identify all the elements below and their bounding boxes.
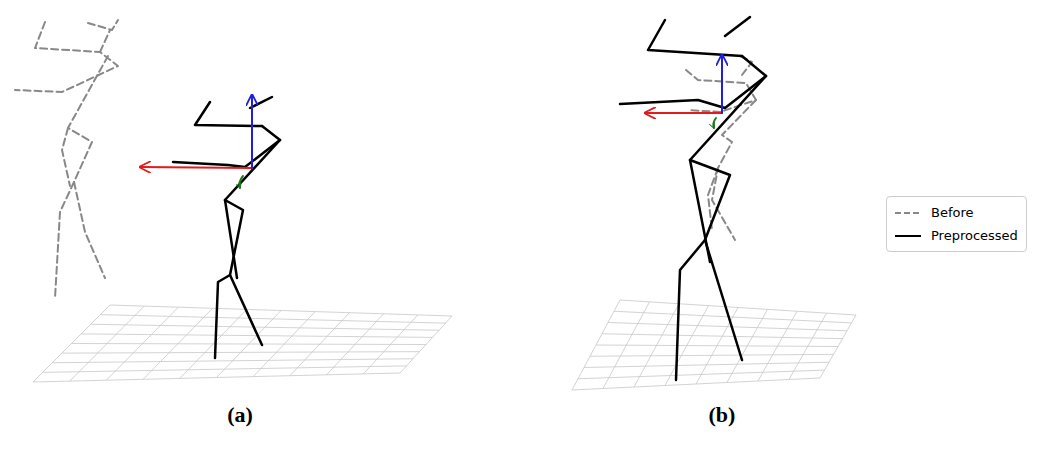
panel-label: (b) xyxy=(709,402,736,428)
legend-sample xyxy=(893,230,923,242)
grid-line xyxy=(72,344,427,345)
grid-line xyxy=(52,359,413,363)
grid-line xyxy=(614,311,852,323)
grid-line xyxy=(608,323,847,331)
grid-line xyxy=(33,373,400,382)
grid-line xyxy=(62,352,420,354)
floor-grid xyxy=(33,300,856,390)
axis-arrows xyxy=(645,55,722,128)
grid-line xyxy=(590,354,834,356)
legend-entry: Preprocessed xyxy=(893,224,1018,247)
legend-sample xyxy=(893,207,923,219)
grid-line xyxy=(91,324,439,330)
before-skeleton xyxy=(686,56,756,240)
grid-line xyxy=(100,315,445,324)
grid-line xyxy=(602,334,843,339)
legend-label: Preprocessed xyxy=(931,228,1018,243)
legend-label: Before xyxy=(931,205,974,220)
grid-line xyxy=(578,370,825,379)
grid-line xyxy=(572,378,820,390)
panel-label: (a) xyxy=(227,402,253,428)
grid-line xyxy=(620,300,856,315)
grid-line xyxy=(596,345,838,347)
before-skeleton xyxy=(15,20,118,298)
legend-entry: Before xyxy=(893,201,1018,224)
grid-line xyxy=(110,305,452,316)
axis-arrows xyxy=(140,95,252,188)
preprocessed-skeleton xyxy=(620,17,766,380)
preprocessed-skeleton xyxy=(173,97,280,358)
grid-line xyxy=(584,362,829,367)
grid-line xyxy=(43,366,407,373)
legend-box: BeforePreprocessed xyxy=(886,196,1027,252)
